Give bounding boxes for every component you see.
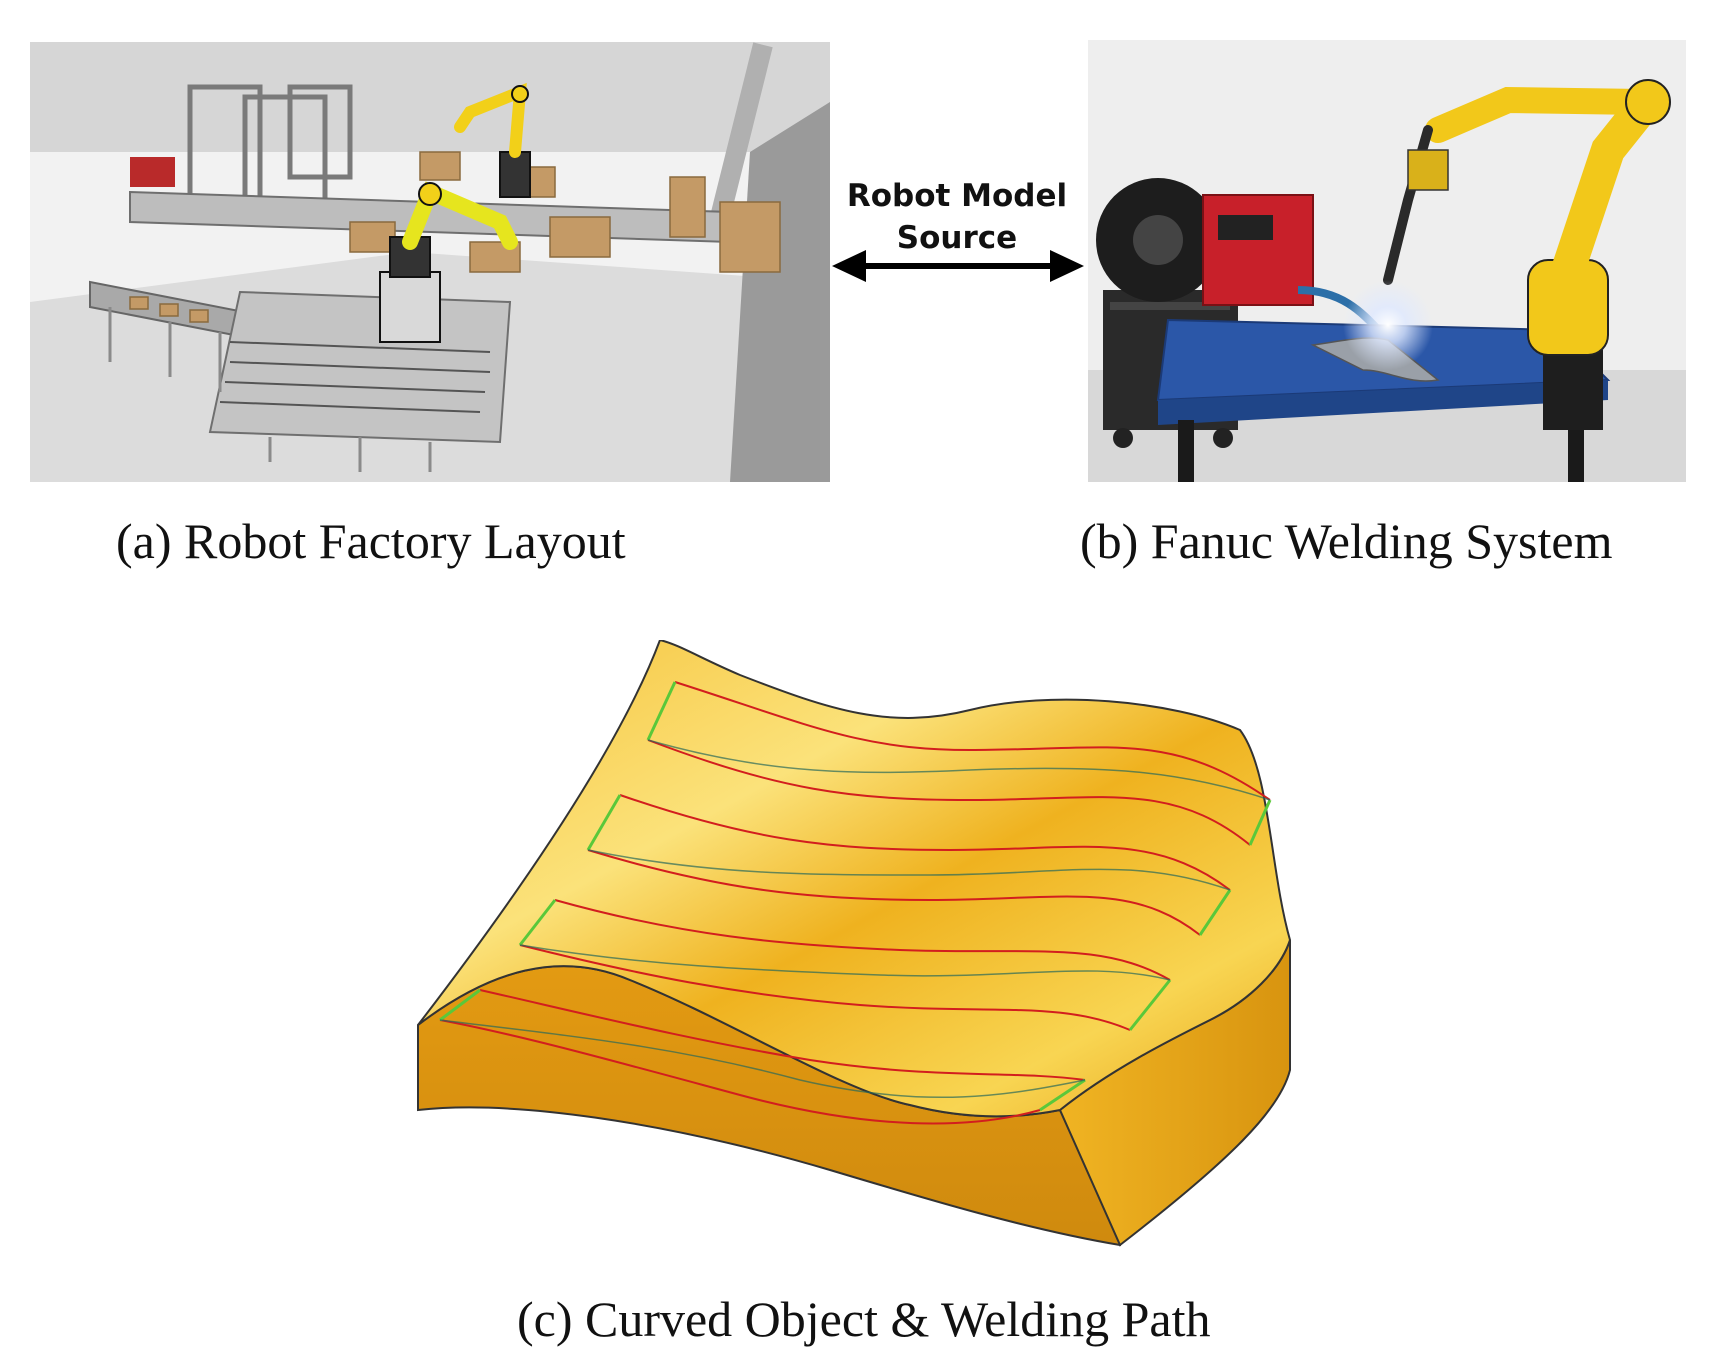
caption-b: (b) Fanuc Welding System xyxy=(1080,513,1613,569)
robot-model-source-line2: Source xyxy=(896,220,1018,256)
robot-model-source-label: Robot Model Source xyxy=(842,175,1072,259)
double-arrow xyxy=(832,250,1084,282)
caption-c: (c) Curved Object & Welding Path xyxy=(517,1291,1211,1347)
robot-model-source-line1: Robot Model xyxy=(846,178,1068,214)
caption-a: (a) Robot Factory Layout xyxy=(116,513,626,569)
curved-object-image xyxy=(417,640,1292,1247)
welding-system-image xyxy=(1088,40,1686,482)
factory-layout-image xyxy=(30,42,830,482)
